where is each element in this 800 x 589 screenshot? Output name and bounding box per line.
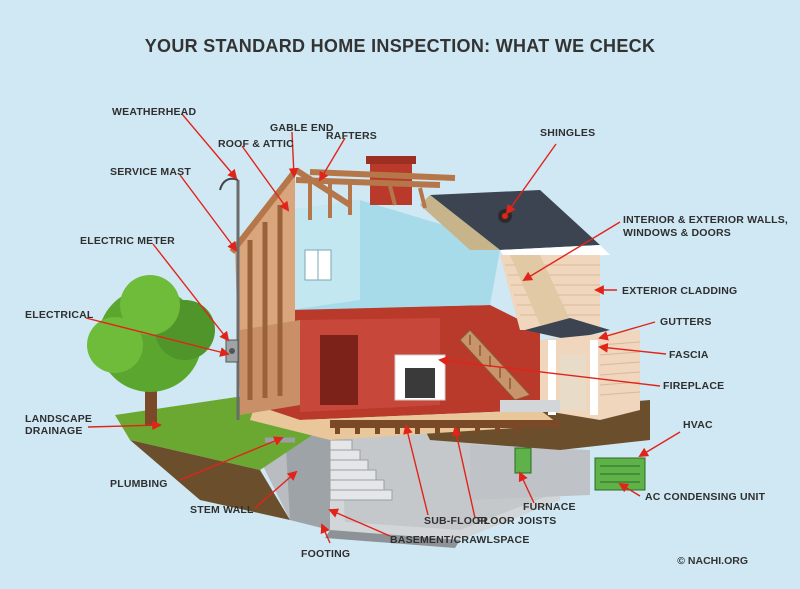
page-title: YOUR STANDARD HOME INSPECTION: WHAT WE C… [144, 36, 656, 56]
label-fireplace: FIREPLACE [663, 380, 725, 392]
label-electrical: ELECTRICAL [25, 309, 94, 321]
service-mast [219, 177, 240, 420]
label-sub-floor: SUB-FLOOR [424, 515, 489, 527]
tree [87, 275, 215, 425]
label-gable-end: GABLE END [270, 122, 334, 134]
basement-structure [250, 420, 590, 548]
label-floor-joists: FLOOR JOISTS [477, 515, 557, 527]
roof [420, 190, 610, 258]
gable-framing [229, 167, 456, 415]
label-gutters: GUTTERS [660, 316, 712, 328]
label-exterior-cladding: EXTERIOR CLADDING [622, 285, 738, 297]
label-roof-attic: ROOF & ATTIC [218, 138, 294, 150]
label-stem-wall: STEM WALL [190, 504, 254, 516]
label-basement-crawlspace: BASEMENT/CRAWLSPACE [390, 534, 530, 546]
label-landscape-line2: DRAINAGE [25, 425, 83, 437]
callout-arrows [85, 113, 681, 544]
label-shingles: SHINGLES [540, 127, 596, 139]
label-interior-walls-line1: INTERIOR & EXTERIOR WALLS, [623, 214, 789, 226]
label-weatherhead: WEATHERHEAD [112, 106, 197, 118]
label-interior-walls-line2: WINDOWS & DOORS [623, 227, 731, 239]
label-furnace: FURNACE [523, 501, 576, 513]
label-plumbing: PLUMBING [110, 478, 168, 490]
copyright-credit: © NACHI.ORG [677, 555, 748, 567]
label-fascia: FASCIA [669, 349, 709, 361]
label-rafters: RAFTERS [326, 130, 377, 142]
ground-floor [250, 305, 560, 440]
label-landscape-line1: LANDSCAPE [25, 413, 93, 425]
label-electric-meter: ELECTRIC METER [80, 235, 175, 247]
label-footing: FOOTING [301, 548, 351, 560]
label-ac-condensing-unit: AC CONDENSING UNIT [645, 491, 766, 503]
label-service-mast: SERVICE MAST [110, 166, 191, 178]
label-hvac: HVAC [683, 419, 713, 431]
